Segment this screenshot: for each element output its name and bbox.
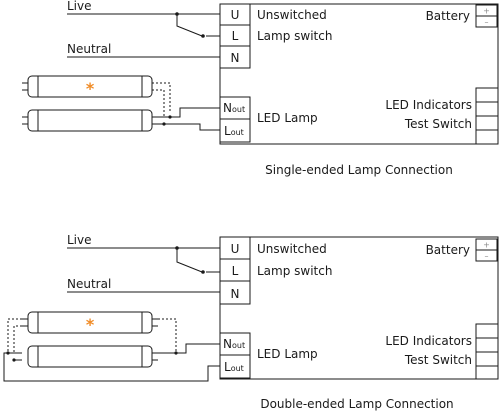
terminal-nout-label: Nout <box>223 337 245 351</box>
emergency-unit-box <box>219 236 499 380</box>
optional-right-lamp-leads <box>158 318 177 352</box>
battery-minus-terminal <box>475 15 498 28</box>
diagram-caption: Single-ended Lamp Connection <box>265 163 453 177</box>
optional-lamp-leads <box>152 82 171 118</box>
led-indicators-label: LED Indicators <box>385 334 472 348</box>
test-switch-terminal-1 <box>475 115 499 131</box>
lout-lead <box>152 123 220 131</box>
terminal-n-label: N <box>231 287 240 301</box>
nout-lead <box>158 343 220 354</box>
indicator-terminal-1 <box>475 323 499 339</box>
lamp-switch-label: Lamp switch <box>257 29 332 43</box>
live-label: Live <box>67 0 92 13</box>
indicator-terminal-2 <box>475 101 499 117</box>
neutral-label: Neutral <box>67 42 111 56</box>
battery-plus-sign: + <box>483 241 490 250</box>
neutral-label: Neutral <box>67 277 111 291</box>
battery-minus-sign: – <box>485 252 489 261</box>
lamp-tube-body <box>27 345 153 368</box>
lamp-switch-label: Lamp switch <box>257 264 332 278</box>
lamp-tube-upper: * <box>22 75 153 98</box>
test-switch-label: Test Switch <box>404 353 472 367</box>
indicator-terminal-2 <box>475 337 499 353</box>
diagram-caption: Double-ended Lamp Connection <box>260 397 453 411</box>
terminal-l-label: L <box>232 29 239 43</box>
terminal-lout-label: Lout <box>224 124 244 138</box>
lamp-marker: * <box>86 79 95 98</box>
test-switch-label: Test Switch <box>404 117 472 131</box>
diagram-single-ended: U L N Nout Lout Unswitched Lamp switch L… <box>22 0 499 177</box>
lamp-switch-wire <box>176 14 220 37</box>
lamp-tube-lower <box>22 109 153 132</box>
led-lamp-label: LED Lamp <box>257 347 318 361</box>
live-junction-dot <box>175 246 179 250</box>
live-label: Live <box>67 233 92 247</box>
unswitched-label: Unswitched <box>257 8 327 22</box>
unswitched-label: Unswitched <box>257 242 327 256</box>
optional-left-lamp-leads <box>7 318 22 352</box>
terminal-n-label: N <box>231 51 240 65</box>
lamp-tube-body <box>27 75 153 98</box>
diagram-double-ended: U L N Nout Lout Unswitched Lamp switch L… <box>3 233 499 411</box>
lamp-switch-wire <box>176 248 220 273</box>
switch-contact-dot <box>201 270 205 274</box>
lamp-tube-body <box>27 109 153 132</box>
live-junction-dot <box>175 12 179 16</box>
battery-minus-sign: – <box>485 18 489 27</box>
terminal-u-label: U <box>231 242 240 256</box>
battery-label: Battery <box>426 243 470 257</box>
terminal-lout-label: Lout <box>224 360 244 374</box>
switch-contact-dot <box>201 34 205 38</box>
terminal-l-label: L <box>232 264 239 278</box>
test-switch-terminal-1 <box>475 351 499 367</box>
battery-minus-terminal <box>475 249 498 262</box>
lamp-tube-lower <box>27 345 158 368</box>
led-lamp-label: LED Lamp <box>257 111 318 125</box>
lamp-tube-upper: * <box>22 311 158 334</box>
battery-plus-sign: + <box>483 7 490 16</box>
lamp-tube-body <box>27 311 153 334</box>
emergency-unit-box <box>219 3 499 145</box>
terminal-u-label: U <box>231 8 240 22</box>
indicator-terminal-1 <box>475 87 499 103</box>
battery-label: Battery <box>426 9 470 23</box>
nout-lead <box>152 107 220 118</box>
lamp-marker: * <box>86 315 95 334</box>
test-switch-terminal-2 <box>475 365 499 380</box>
led-indicators-label: LED Indicators <box>385 98 472 112</box>
terminal-nout-label: Nout <box>223 101 245 115</box>
test-switch-terminal-2 <box>475 129 499 145</box>
